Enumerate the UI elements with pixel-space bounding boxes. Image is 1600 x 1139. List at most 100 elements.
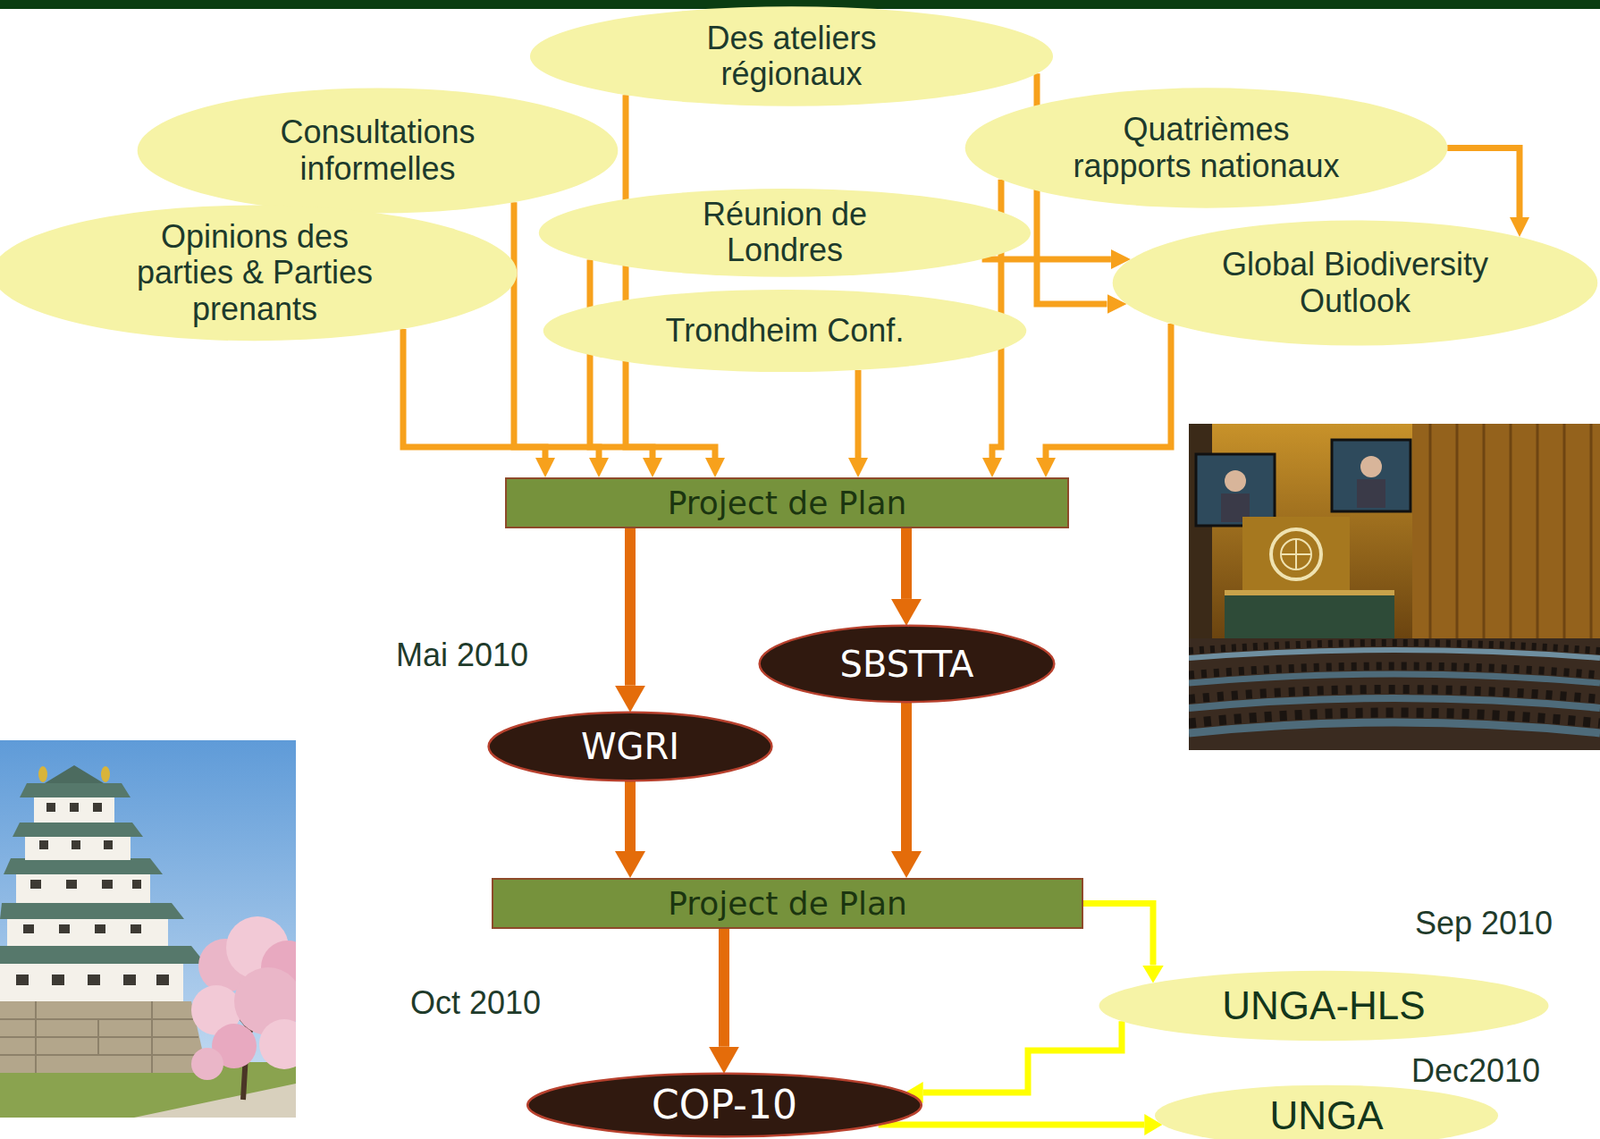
speaker-body [1356, 479, 1386, 508]
un-meeting-ellipse: UNGA-HLS [1096, 969, 1551, 1042]
source-ellipse: Opinions des parties & Parties prenants [0, 203, 521, 343]
source-ellipse: Trondheim Conf. [540, 288, 1029, 373]
castle-roof [19, 783, 131, 798]
desk-row [1188, 649, 1600, 658]
ellipse-shape [1112, 219, 1599, 346]
connector-arrow [1045, 323, 1171, 458]
date-label: Mai 2010 [395, 636, 529, 674]
conference-ellipse: COP-10 [525, 1072, 924, 1137]
castle-roof [0, 902, 185, 919]
connector-arrow [624, 528, 636, 686]
date-label: Dec2010 [1411, 1052, 1541, 1089]
ellipse-shape [488, 712, 773, 781]
castle-ridge [44, 765, 104, 784]
connector-arrow [718, 928, 730, 1047]
desk-row [1188, 673, 1600, 683]
node-text: COP-10 [651, 1084, 798, 1126]
source-ellipse: Réunion de Londres [536, 187, 1034, 278]
ellipse-shape [530, 6, 1053, 107]
connector-arrow [982, 256, 1112, 263]
delegates [1188, 665, 1600, 675]
un-meeting-ellipse: UNGA [1153, 1084, 1500, 1139]
ellipse-shape [538, 188, 1031, 278]
video-screen [1195, 454, 1275, 526]
node-text: Opinions des parties & Parties prenants [131, 218, 379, 328]
castle-photo [0, 740, 296, 1118]
blossom [259, 1018, 296, 1070]
meeting-ellipse: WGRI [487, 711, 774, 782]
blossom [191, 1047, 224, 1080]
path [134, 1083, 296, 1118]
un-emblem [1280, 538, 1312, 570]
connector-arrow [855, 370, 862, 458]
node-text: Quatrièmes rapports nationaux [1067, 111, 1347, 185]
un-emblem [1280, 538, 1312, 570]
ellipse-shape [0, 205, 518, 342]
desk-row [1188, 722, 1600, 733]
un-emblem [1271, 529, 1322, 580]
connector-arrow [624, 780, 636, 851]
draft-plan-box: Project de Plan [505, 477, 1070, 529]
connector-arrow [901, 701, 912, 851]
source-ellipse: Global Biodiversity Outlook [1110, 218, 1600, 347]
node-text: Réunion de Londres [677, 196, 893, 270]
connector-arrow [901, 528, 912, 599]
node-text: UNGA [1269, 1095, 1383, 1136]
castle-windows [39, 840, 113, 850]
panel-lines [1430, 423, 1592, 639]
podium-edge [1224, 589, 1395, 596]
ellipse-shape [543, 289, 1028, 372]
source-ellipse: Quatrièmes rapports nationaux [962, 86, 1450, 210]
ellipse-shape [1099, 970, 1550, 1041]
delegates [1188, 642, 1600, 651]
node-text: Consultations informelles [254, 114, 502, 187]
ellipse-shape [137, 87, 619, 213]
connector-arrow [403, 328, 546, 458]
castle-roof [12, 822, 144, 837]
castle-roof [0, 945, 206, 964]
source-ellipse: Des ateliers régionaux [527, 5, 1056, 108]
castle-wall [0, 960, 184, 1002]
podium [1224, 595, 1395, 640]
castle-wall [7, 915, 169, 946]
source-ellipse: Consultations informelles [134, 86, 621, 215]
sky [0, 740, 296, 1118]
delegates [1188, 712, 1600, 724]
castle-windows [46, 802, 102, 812]
castle-windows [30, 879, 142, 889]
connector-arrow [878, 1121, 1146, 1129]
ellipse-shape [759, 625, 1055, 702]
side-panels [1412, 423, 1600, 639]
connector-arrow [1447, 148, 1520, 219]
castle-windows [23, 924, 142, 934]
castle-windows [16, 974, 169, 986]
stone-joints [0, 1001, 203, 1073]
node-text: Trondheim Conf. [665, 312, 905, 349]
date-label: Oct 2010 [410, 984, 541, 1021]
castle-roof [3, 858, 163, 875]
speaker-head [1360, 455, 1382, 478]
node-text: Project de Plan [667, 485, 908, 522]
assembly-hall-photo [1188, 423, 1600, 750]
delegates [1188, 689, 1600, 699]
connector-arrow [1083, 903, 1154, 966]
castle-wall [16, 870, 151, 903]
connector-arrow [625, 94, 653, 458]
node-text: WGRI [581, 726, 680, 767]
video-screen [1331, 439, 1411, 512]
ellipse-shape [965, 87, 1449, 208]
speaker-head [1224, 470, 1247, 492]
desk-row [1188, 698, 1600, 708]
node-text: Project de Plan [667, 885, 908, 922]
connector-arrow [923, 1020, 1122, 1093]
date-label: Sep 2010 [1414, 904, 1553, 942]
node-text: SBSTTA [840, 644, 975, 684]
ellipse-shape [527, 1073, 922, 1137]
node-text: Des ateliers régionaux [684, 20, 900, 93]
stone-base [0, 1001, 208, 1073]
meeting-ellipse: SBSTTA [757, 624, 1056, 703]
ellipse-shape [1154, 1085, 1499, 1139]
node-text: Global Biodiversity Outlook [1210, 246, 1500, 320]
castle-wall [25, 833, 131, 860]
